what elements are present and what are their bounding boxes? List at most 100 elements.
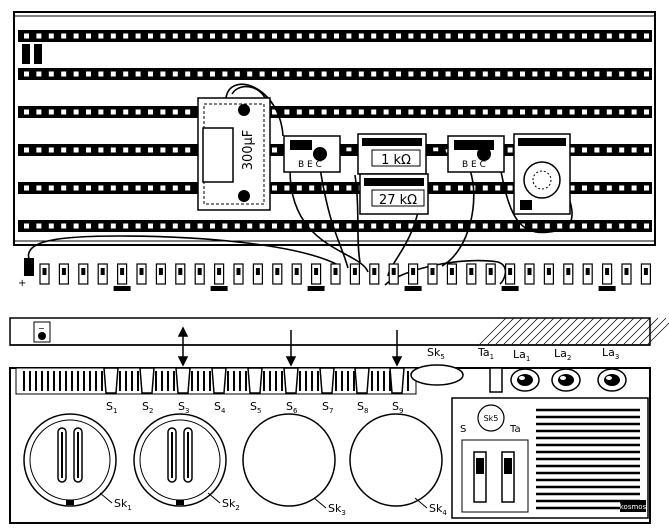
switch-label: S9: [392, 400, 403, 415]
transistor-2-pins: B E C: [462, 160, 486, 170]
terminal-post[interactable]: [272, 263, 283, 285]
transistor-2: B E C: [447, 135, 505, 173]
wires: [27, 83, 573, 286]
sk5-label: Sk5: [427, 346, 445, 361]
switch-s4[interactable]: [211, 367, 227, 394]
terminal-post[interactable]: [175, 263, 186, 285]
socket-label: Sk3: [328, 502, 346, 517]
control-panel: Sk5 S Ta kosmos: [451, 397, 649, 519]
terminal-post[interactable]: [563, 263, 574, 285]
lamp-label-1: La1: [513, 348, 530, 363]
potentiometer: [513, 133, 571, 215]
resistor-27k: 27 kΩ: [359, 173, 429, 215]
terminal-post[interactable]: [307, 263, 325, 291]
switch-s8[interactable]: [354, 367, 370, 394]
terminal-post[interactable]: [210, 263, 228, 291]
terminal-post[interactable]: [466, 263, 477, 285]
rail: [18, 68, 652, 80]
socket-label: Sk1: [114, 497, 132, 512]
terminal-post[interactable]: [388, 263, 399, 285]
resistor-1k-label: 1 kΩ: [381, 153, 411, 168]
switch-label: S3: [178, 400, 189, 415]
terminal-post[interactable]: [404, 263, 422, 291]
socket-row: Sk1 Sk2 Sk3 Sk4: [23, 413, 447, 517]
transistor-1-pins: B E C: [298, 160, 322, 170]
switch-s5[interactable]: [247, 367, 263, 394]
switch-s1[interactable]: [103, 367, 119, 394]
switch-label: S6: [286, 400, 298, 415]
switch-label: S1: [106, 400, 117, 415]
top-controls: Sk5 Ta1 La1 La2 La3: [410, 346, 627, 393]
socket-sk4[interactable]: Sk4: [349, 413, 447, 517]
terminal-post[interactable]: [446, 263, 457, 285]
terminal-post[interactable]: [136, 263, 147, 285]
button-ta1[interactable]: [489, 367, 503, 393]
rail: [18, 106, 652, 118]
left-marker: [22, 44, 30, 64]
minus-label: −: [38, 324, 45, 333]
plus-label: +: [18, 278, 26, 289]
terminal-post[interactable]: [543, 263, 555, 285]
lamp-label-2: La2: [554, 347, 571, 362]
terminal-post[interactable]: [524, 263, 535, 285]
terminal-post[interactable]: [97, 263, 108, 285]
lamp: [597, 368, 627, 392]
transistor-1: B E C: [283, 135, 341, 173]
socket-sk1[interactable]: Sk1: [23, 413, 132, 512]
capacitor-label: 300μF: [241, 130, 256, 171]
switch-label: S2: [142, 400, 153, 415]
terminal-post[interactable]: [485, 263, 496, 285]
lamp: [510, 368, 540, 392]
terminal-post[interactable]: [39, 263, 50, 285]
switch-label: S4: [214, 400, 226, 415]
socket-sk2[interactable]: Sk2: [133, 413, 240, 512]
terminal-post[interactable]: [291, 263, 302, 285]
switch-label: S7: [322, 400, 333, 415]
terminal-post[interactable]: [349, 263, 360, 285]
switch-s2[interactable]: [139, 367, 155, 394]
terminal-post[interactable]: [252, 263, 263, 285]
rail: [18, 220, 652, 232]
switch-s9[interactable]: [389, 367, 405, 394]
terminal-post[interactable]: [427, 263, 438, 285]
socket-label: Sk4: [429, 502, 447, 517]
terminal-strip: +: [18, 258, 652, 291]
switch-labels: S1 S2 S3 S4 S5 S6 S7 S8 S9: [106, 400, 403, 415]
terminal-post[interactable]: [501, 263, 519, 291]
switch-s7[interactable]: [319, 367, 335, 394]
switch-label: S8: [357, 400, 368, 415]
terminal-post[interactable]: [640, 263, 652, 285]
brand-badge: [620, 500, 646, 512]
socket-sk3[interactable]: Sk3: [242, 413, 346, 517]
terminal-post[interactable]: [598, 263, 616, 291]
arrows: [177, 326, 403, 367]
terminal-post[interactable]: [58, 263, 70, 285]
terminal-post[interactable]: [330, 263, 341, 285]
panel-s-label: S: [460, 424, 466, 435]
terminal-post[interactable]: [369, 263, 380, 285]
terminal-post[interactable]: [582, 263, 593, 285]
switch-s6[interactable]: [283, 367, 299, 394]
terminal-post[interactable]: [155, 263, 166, 285]
panel-ta-label: Ta: [509, 424, 521, 435]
lamp: [551, 368, 581, 392]
ta1-label: Ta1: [477, 346, 494, 361]
terminal-post[interactable]: [233, 263, 244, 285]
capacitor: 300μF: [197, 97, 271, 211]
resistor-1k: 1 kΩ: [357, 133, 427, 175]
terminal-post[interactable]: [621, 263, 632, 285]
socket-5[interactable]: [410, 364, 464, 386]
switch-label: S5: [250, 400, 261, 415]
lamp-label-3: La3: [602, 346, 619, 361]
switch-row: [103, 367, 405, 394]
terminal-post[interactable]: [78, 263, 89, 285]
socket-5-symbol: [477, 404, 505, 432]
socket-label: Sk2: [222, 497, 240, 512]
resistor-27k-label: 27 kΩ: [379, 193, 417, 208]
terminal-post[interactable]: [194, 263, 205, 285]
switch-s3[interactable]: [175, 367, 191, 394]
panel-sk5-label: Sk5: [484, 414, 499, 423]
breadboard: [13, 11, 656, 246]
rail: [18, 30, 652, 42]
terminal-post[interactable]: [113, 263, 131, 291]
